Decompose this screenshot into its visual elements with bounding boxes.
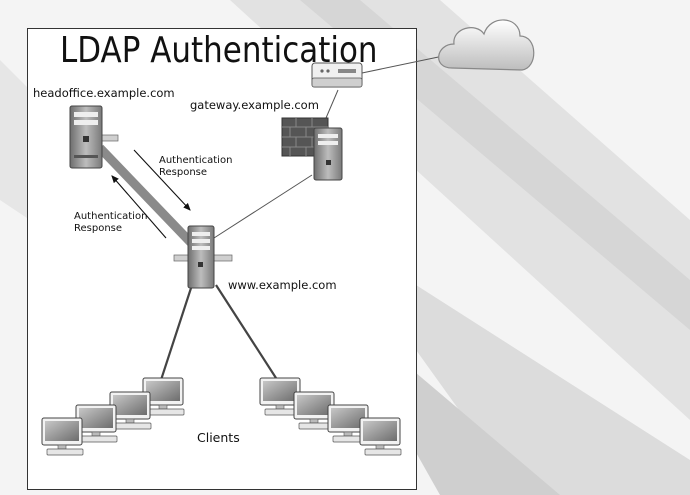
router-icon — [311, 62, 363, 88]
gateway-server-icon — [313, 127, 343, 181]
link-www-clients-left — [158, 284, 194, 384]
www-label: www.example.com — [228, 278, 337, 292]
gateway-label: gateway.example.com — [190, 98, 319, 112]
arrow-upper — [133, 149, 191, 211]
upper-auth-label: Authentication — [159, 155, 233, 166]
headoffice-server-icon — [69, 105, 119, 169]
link-gateway-www — [213, 174, 313, 239]
link-router-gateway — [325, 89, 339, 119]
arrow-lower — [111, 175, 167, 239]
upper-response-label: Response — [159, 167, 208, 178]
lower-response-label: Response — [74, 223, 123, 234]
lower-auth-label: Authentication — [74, 211, 148, 222]
client-group-right — [259, 377, 402, 456]
diagram-title: LDAP Authentication — [60, 30, 378, 71]
client-group-left — [41, 377, 185, 456]
internet-cloud-icon — [438, 19, 535, 71]
www-server-icon — [173, 225, 233, 289]
link-www-clients-right — [215, 284, 277, 379]
clients-label: Clients — [197, 430, 240, 445]
headoffice-label: headoffice.example.com — [33, 86, 175, 100]
link-gateway-cloud — [361, 54, 449, 74]
link-headoffice-www — [96, 144, 200, 252]
